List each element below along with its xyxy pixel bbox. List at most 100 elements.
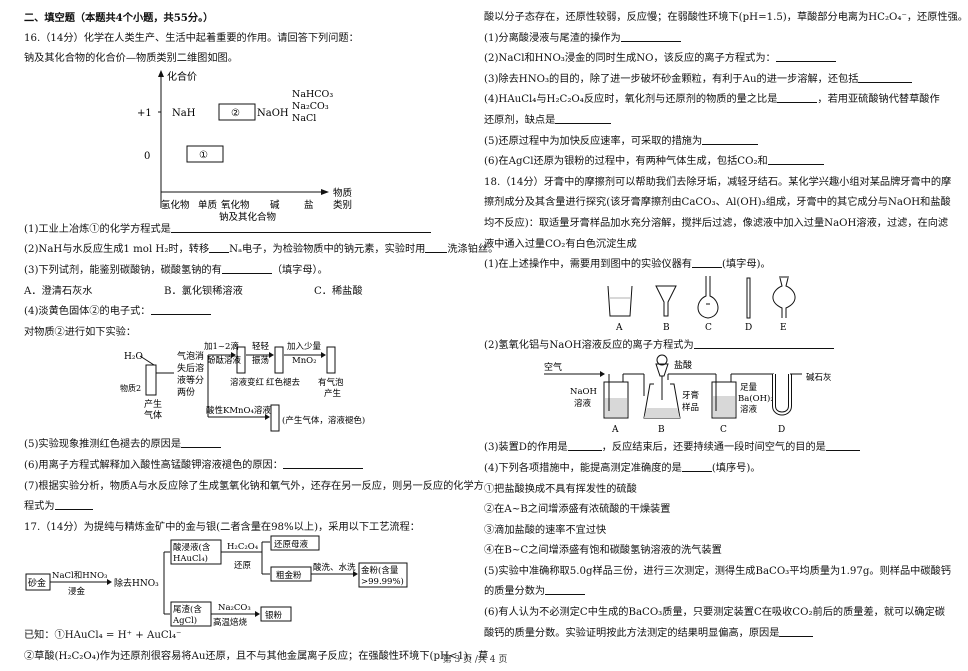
- ore-label: 砂金: [28, 577, 46, 589]
- sample-label-1: 牙膏: [682, 390, 699, 401]
- gold-powder-2: >99.99%): [361, 576, 404, 587]
- answer-blank[interactable]: [150, 303, 211, 316]
- step3-line1: 加入少量: [287, 341, 322, 352]
- x-tick-hydride: 氢化物: [161, 199, 190, 211]
- right-column: 酸以分子态存在，还原性较弱，反应慢；在弱酸性环境下(pH=1.5)，草酸部分电离…: [484, 8, 968, 644]
- setup-c: C: [720, 425, 727, 435]
- x-tick-salt: 盐: [304, 199, 314, 211]
- answer-blank[interactable]: [620, 30, 681, 42]
- x-axis-title: 物质: [333, 187, 353, 199]
- remove-hno3: 除去HNO₃: [114, 577, 159, 589]
- leachate-2: HAuCl₄): [173, 553, 208, 564]
- answer-blank[interactable]: [282, 457, 363, 469]
- q17-part3: (3)除去HNO₃的目的，除了进一步破坏砂金颗粒，有利于Au的进一步溶解，还包括: [484, 70, 929, 91]
- q16-part6: (6)用离子方程式解释加入酸性高锰酸钾溶液褪色的原因：: [24, 456, 469, 477]
- answer-blank[interactable]: [170, 221, 431, 233]
- left-column: 二、填空题（本题共4个小题，共55分。） 16.（14分）化学在人类生产、生活中…: [24, 8, 498, 668]
- answer-blank[interactable]: [825, 439, 860, 452]
- wash-step: 酸洗、水洗: [313, 562, 356, 573]
- salt-1: NaHCO₃: [292, 89, 333, 100]
- roast-step: 高温焙烧: [213, 617, 248, 628]
- setup-d: D: [778, 425, 785, 435]
- reduce-step: 还原: [234, 560, 251, 571]
- apparatus-c: C: [705, 323, 712, 333]
- answer-blank[interactable]: [567, 439, 602, 452]
- answer-blank[interactable]: [54, 498, 93, 511]
- mid-2: 失后溶: [177, 362, 204, 374]
- answer-blank[interactable]: [181, 436, 222, 449]
- mid-3: 液等分: [177, 374, 204, 386]
- apparatus-a: A: [615, 323, 623, 333]
- salt-2: Na₂CO₃: [292, 101, 329, 112]
- result-3b: 产生: [324, 388, 342, 399]
- substance-2-label: 物质2: [120, 383, 141, 393]
- baoh-label-2: Ba(OH)₂: [738, 393, 774, 404]
- crude-gold: 粗金粉: [276, 570, 302, 581]
- answer-blank[interactable]: [858, 71, 913, 83]
- silver-powder: 银粉: [265, 610, 283, 621]
- q16-part7-cont: 程式为: [24, 497, 469, 518]
- q17-stem: 17.（14分）为提纯与精炼金矿中的金与银(二者含量在98%以上)，采用以下工艺…: [24, 521, 420, 533]
- q17-known-2: ②草酸(H₂C₂O₄)作为还原剂很容易将Au还原，且不与其他金属离子反应；在强酸…: [24, 650, 489, 662]
- answer-blank[interactable]: [681, 460, 712, 472]
- result-4: (产生气体，溶液褪色): [282, 415, 365, 426]
- q16-intro: 钠及其化合物的化合价—物质类别二维图如图。: [24, 53, 238, 65]
- step1-line1: 加1~2滴: [204, 341, 239, 352]
- answer-blank[interactable]: [221, 262, 272, 274]
- x-axis-title-2: 类别: [333, 199, 352, 211]
- answer-blank[interactable]: [692, 256, 722, 269]
- baoh-label-3: 溶液: [740, 404, 758, 415]
- step4-label: 酸性KMnO₄溶液: [206, 405, 271, 416]
- answer-blank[interactable]: [775, 50, 836, 63]
- soda-lime-label: 碱石灰: [806, 372, 832, 383]
- answer-blank[interactable]: [777, 91, 818, 104]
- answer-blank[interactable]: [545, 583, 586, 596]
- answer-blank[interactable]: [425, 241, 448, 254]
- y-tick-plus1: +1: [137, 108, 152, 119]
- setup-a: A: [611, 425, 619, 435]
- q18-measure-4: ④在B~C之间增添盛有饱和碳酸氢钠溶液的洗气装置: [484, 545, 722, 557]
- result-2: 红色褪去: [266, 377, 301, 388]
- experiment-flow-diagram: H₂O 物质2 产生 气体 气泡消 失后溶 液等分 两份 加1~2滴 酚酞溶液 …: [24, 341, 469, 435]
- answer-blank[interactable]: [209, 241, 230, 254]
- answer-blank[interactable]: [779, 625, 814, 637]
- gas-label-1: 产生: [144, 398, 162, 410]
- box-2-label: ②: [231, 108, 240, 119]
- naoh-label-1: NaOH: [570, 387, 597, 397]
- q17-part5: (5)还原过程中为加快反应速率，可采取的措施为: [484, 132, 929, 153]
- q18-part2: (2)氢氧化铝与NaOH溶液反应的离子方程式为: [484, 336, 929, 357]
- answer-blank[interactable]: [555, 112, 612, 124]
- answer-blank[interactable]: [702, 133, 759, 145]
- step1-line2: 酚酞溶液: [207, 355, 242, 366]
- sample-label-2: 样品: [682, 402, 699, 413]
- q18-measure-2: ②在A~B之间增添盛有浓硫酸的干燥装置: [484, 504, 671, 516]
- salt-3: NaCl: [292, 113, 316, 124]
- gold-powder-1: 金粉(含量: [361, 565, 399, 576]
- lab-apparatus-figure: A B C D E: [484, 275, 929, 336]
- apparatus-e: E: [780, 323, 787, 333]
- q16-part5: (5)实验现象推测红色褪去的原因是: [24, 435, 469, 456]
- q17-part1: (1)分离酸浸液与尾渣的操作为: [484, 29, 929, 50]
- result-1: 溶液变红: [230, 377, 265, 388]
- answer-blank[interactable]: [767, 153, 824, 166]
- x-tick-base: 碱: [270, 200, 280, 211]
- label-nah: NaH: [172, 108, 196, 119]
- hcl-label: 盐酸: [674, 359, 692, 371]
- box-1-label: ①: [199, 150, 208, 161]
- mother-liquor: 还原母液: [274, 539, 309, 550]
- option-b: B．氯化钡稀溶液: [164, 285, 243, 297]
- x-tick-oxide: 氧化物: [221, 199, 250, 211]
- tailings-1: 尾渣(含: [173, 604, 202, 615]
- answer-blank[interactable]: [693, 337, 834, 349]
- q17-known-1: 已知：①HAuCl₄ = H⁺ + AuCl₄⁻: [24, 630, 182, 642]
- leach-reagent: NaCl和HNO₃: [52, 571, 107, 581]
- step2-line2: 振荡: [252, 355, 270, 366]
- q18-part1: (1)在上述操作中，需要用到图中的实验仪器有(填字母)。: [484, 255, 929, 276]
- q17-part4-cont: 还原剂，缺点是: [484, 111, 929, 132]
- mid-4: 两份: [177, 386, 195, 398]
- co2-measurement-setup: 空气 NaOH 溶液 盐酸 牙膏 样品 足量: [484, 354, 929, 438]
- q17-part2: (2)NaCl和HNO₃浸金的同时生成NO，该反应的离子方程式为：: [484, 49, 929, 70]
- tailings-2: AgCl): [172, 615, 197, 626]
